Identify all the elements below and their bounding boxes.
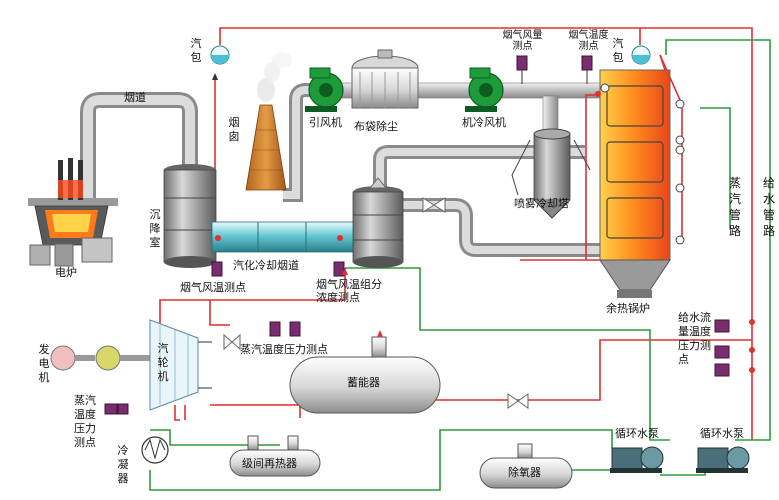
chimney bbox=[245, 52, 292, 191]
induced-fan bbox=[305, 67, 344, 112]
condenser bbox=[141, 436, 169, 464]
waste-heat-boiler bbox=[599, 69, 671, 298]
flue-damper bbox=[422, 197, 446, 213]
steam-drum-left bbox=[210, 45, 230, 65]
chimney-label: 烟囱 bbox=[228, 116, 240, 143]
accumulator-label: 蓄能器 bbox=[347, 376, 380, 389]
settling-chamber-label: 沉降室 bbox=[149, 208, 161, 249]
boiler-tube-headers bbox=[600, 83, 685, 245]
baghouse-label: 布袋除尘 bbox=[354, 120, 398, 133]
vapor-cooling-flue bbox=[211, 221, 355, 253]
interstage-reheater bbox=[229, 435, 321, 477]
reheater-label: 级间再热器 bbox=[242, 457, 297, 470]
electric-furnace bbox=[28, 158, 118, 267]
line-junctions bbox=[215, 91, 755, 373]
flue-composition-point-label: 烟气风温组分浓度测点 bbox=[316, 278, 382, 304]
steam-turbine bbox=[149, 319, 212, 411]
deaerator-label: 除氧器 bbox=[508, 466, 541, 479]
accumulator-valve bbox=[507, 393, 529, 409]
spray-cooling-tower bbox=[511, 128, 591, 219]
pump-2-label: 循环水泵 bbox=[700, 427, 744, 440]
settling-chamber bbox=[163, 164, 217, 268]
flue-label: 烟道 bbox=[124, 91, 146, 104]
steam-temp-pressure-point-label: 蒸汽温度压力测点 bbox=[240, 343, 328, 356]
flow-arrows bbox=[212, 73, 383, 337]
cooling-fan bbox=[465, 67, 504, 112]
vapor-cooling-drum bbox=[352, 177, 404, 268]
sensors bbox=[104, 55, 730, 415]
accumulator bbox=[289, 336, 441, 414]
cooling-fan-label: 机冷风机 bbox=[462, 116, 506, 129]
condenser-label: 冷凝器 bbox=[117, 444, 129, 485]
turbine-label: 汽轮机 bbox=[157, 342, 169, 383]
flue-flow-point-label: 烟气风量测点 bbox=[502, 30, 543, 52]
flue-temp-point-label-top: 烟气温度测点 bbox=[568, 30, 609, 52]
steam-pipe-label: 蒸汽管路 bbox=[728, 176, 741, 238]
generator-set bbox=[50, 345, 150, 371]
feed-pipe-label: 给水管路 bbox=[762, 176, 775, 238]
induced-fan-label: 引风机 bbox=[309, 116, 342, 129]
vapor-cooling-flue-label: 汽化冷却烟道 bbox=[233, 259, 299, 272]
deaerator bbox=[479, 443, 573, 489]
spray-tower-label: 喷雾冷却塔 bbox=[514, 197, 569, 210]
drum-right-label: 汽包 bbox=[612, 37, 624, 64]
circulating-pump-1 bbox=[610, 446, 664, 473]
generator-label: 发电机 bbox=[38, 343, 50, 384]
circulating-pump-2 bbox=[696, 446, 750, 473]
pump-1-label: 循环水泵 bbox=[615, 427, 659, 440]
turbine-valve bbox=[223, 333, 241, 351]
steam-drum-right bbox=[631, 45, 651, 65]
waste-heat-boiler-label: 余热锅炉 bbox=[606, 302, 650, 315]
baghouse bbox=[351, 49, 419, 109]
feed-water-points-label: 给水流量温度压力测点 bbox=[678, 311, 711, 366]
drum-left-label: 汽包 bbox=[190, 37, 202, 64]
flue-temp-point-label: 烟气风温测点 bbox=[180, 281, 246, 294]
steam-temp-pressure-left-label: 蒸汽温度压力测点 bbox=[74, 394, 96, 449]
electric-furnace-label: 电炉 bbox=[55, 266, 77, 279]
water-lines bbox=[149, 39, 771, 491]
